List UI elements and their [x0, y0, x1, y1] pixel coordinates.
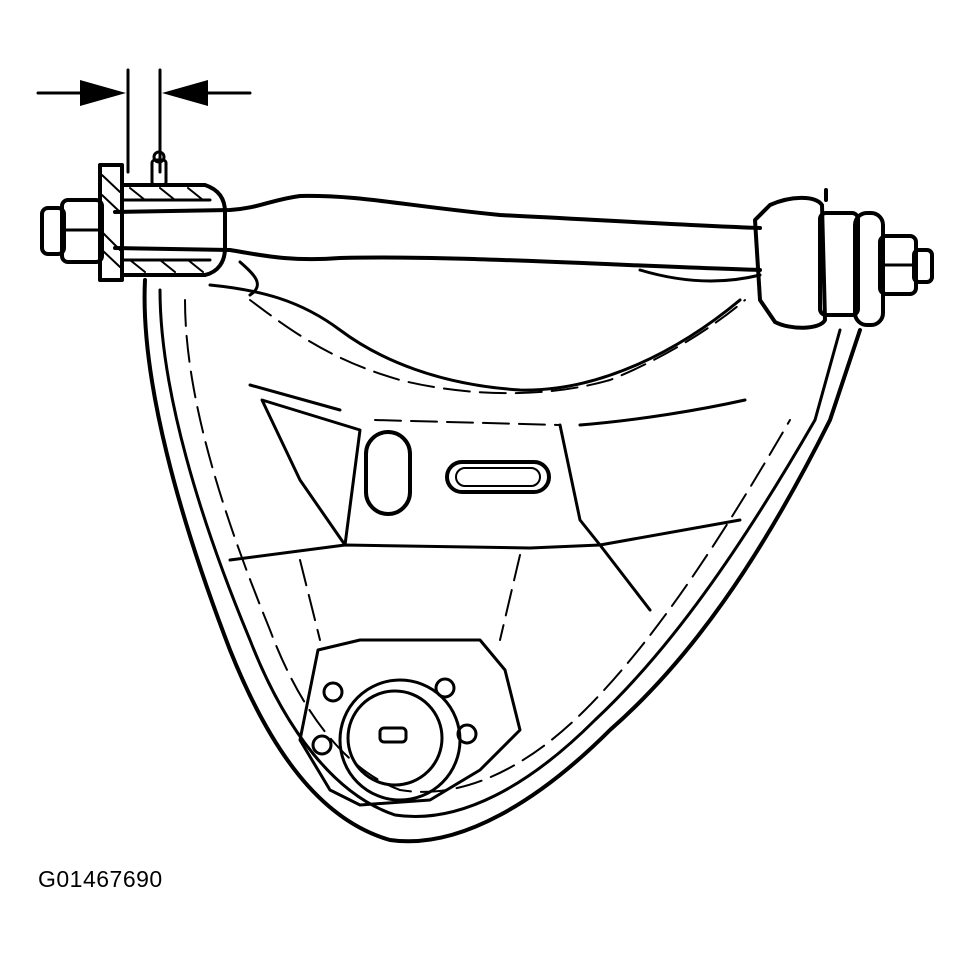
arm-top-rim	[208, 283, 742, 392]
bushing-left	[98, 150, 227, 282]
ball-joint-stud	[378, 726, 408, 744]
bolt-hole	[322, 681, 344, 703]
pivot-shaft	[113, 193, 762, 297]
arm-top-rim-dashed	[249, 299, 746, 395]
arrow-left-head	[80, 80, 126, 106]
bolt-hole	[434, 677, 456, 699]
ball-joint-inner	[346, 689, 444, 787]
grease-fitting	[150, 158, 168, 187]
bolt-hole	[456, 723, 478, 745]
arm-outer-edge	[142, 278, 862, 844]
bolt-hole	[311, 734, 333, 756]
ball-joint	[298, 638, 522, 807]
shaft-bottom-edge	[113, 246, 762, 272]
ball-joint-plate	[298, 638, 522, 807]
upper-control-arm	[142, 278, 862, 844]
oval-slot-vertical	[364, 430, 412, 516]
bushing-right	[753, 188, 885, 330]
figure-id-label: G01467690	[38, 866, 163, 892]
arm-inner-edge	[158, 288, 842, 818]
shaft-top-edge	[113, 193, 762, 230]
bushing-right-sleeve	[818, 211, 860, 317]
nut-right	[878, 234, 934, 296]
shaft-end-right	[912, 248, 934, 284]
arrow-right-head	[162, 80, 208, 106]
nut-left	[40, 198, 104, 264]
measurement-arrows	[36, 68, 252, 174]
oval-slot-horizontal	[445, 460, 551, 494]
arm-flange-dashed	[184, 299, 791, 793]
